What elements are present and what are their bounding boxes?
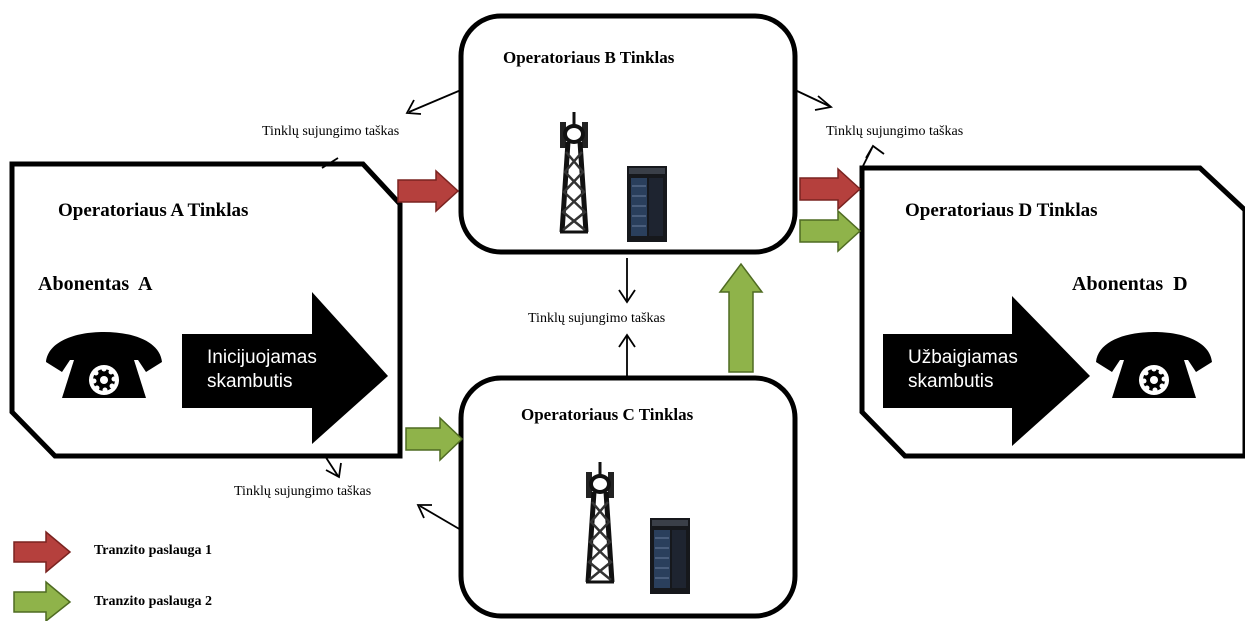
- legend-label-transit-1: Tranzito paslauga 1: [94, 543, 212, 558]
- interconnect-connectors: [321, 89, 885, 531]
- terminated-call-arrow: [883, 296, 1090, 446]
- terminated-call-line2: skambutis: [908, 371, 994, 392]
- subscriber-a-label: Abonentas A: [38, 273, 153, 295]
- transit2-arrow-c-b: [718, 262, 764, 373]
- server-icon-b: [626, 165, 668, 243]
- network-c-title: Operatoriaus C Tinklas: [521, 405, 694, 424]
- network-d-title: Operatoriaus D Tinklas: [905, 200, 1098, 221]
- server-icon-c: [649, 517, 691, 595]
- legend-label-transit-2: Tranzito paslauga 2: [94, 594, 212, 609]
- network-c-box: [458, 375, 798, 619]
- terminated-call-label: Užbaigiamas skambutis: [908, 346, 1018, 394]
- initiated-call-line2: skambutis: [207, 371, 293, 392]
- network-b-title: Operatoriaus B Tinklas: [503, 48, 675, 67]
- terminated-call-line1: Užbaigiamas: [908, 347, 1018, 368]
- interconnection-point-label: Tinklų sujungimo taškas: [528, 311, 666, 326]
- interconnection-point-label: Tinklų sujungimo taškas: [826, 124, 964, 139]
- network-a-title: Operatoriaus A Tinklas: [58, 200, 249, 221]
- network-b-box: [458, 13, 798, 255]
- transit1-arrow-b-d: [799, 167, 862, 211]
- transit2-arrow-a-c: [405, 416, 464, 462]
- subscriber-d-label: Abonentas D: [1072, 273, 1188, 295]
- initiated-call-arrow: [182, 292, 388, 444]
- initiated-call-label: Inicijuojamas skambutis: [207, 346, 317, 394]
- initiated-call-line1: Inicijuojamas: [207, 347, 317, 368]
- interconnection-point-label: Tinklų sujungimo taškas: [262, 124, 400, 139]
- legend-arrow-red: [13, 530, 72, 574]
- legend-arrow-green: [13, 580, 72, 621]
- transit2-arrow-b-d: [799, 209, 862, 253]
- transit1-arrow-a-b: [397, 169, 460, 213]
- interconnection-point-label: Tinklų sujungimo taškas: [234, 484, 372, 499]
